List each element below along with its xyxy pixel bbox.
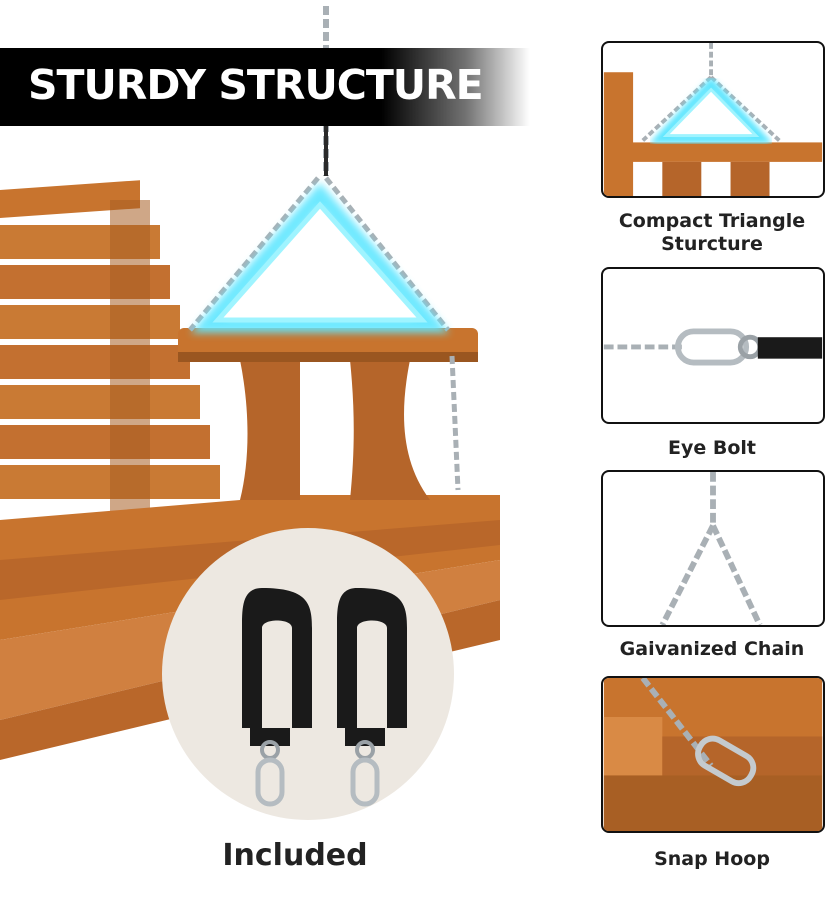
included-accessories-image	[162, 528, 454, 820]
caption-eye-bolt: Eye Bolt	[668, 437, 756, 459]
caption-snap-hook: Snap Hoop	[654, 848, 770, 870]
triangle-structure-icon	[603, 43, 823, 196]
eye-bolt-icon	[603, 328, 823, 366]
strap-right	[337, 588, 407, 807]
caption-compact-triangle: Compact Triangle Sturcture	[618, 210, 806, 255]
header-banner	[0, 48, 530, 126]
panel-compact-triangle	[601, 41, 825, 198]
banner-title: STURDY STRUCTURE	[28, 61, 484, 109]
backrest	[0, 180, 220, 520]
armrest	[178, 328, 478, 500]
panel-snap-hook	[601, 676, 825, 833]
strap-left	[242, 588, 312, 807]
snap-hook-icon	[603, 678, 823, 831]
panel-galvanized-chain	[601, 470, 825, 627]
chain-icon	[659, 472, 763, 625]
included-label: Included	[222, 838, 368, 873]
panel-eye-bolt	[601, 267, 825, 424]
caption-galvanized-chain: Gaivanized Chain	[619, 638, 805, 660]
